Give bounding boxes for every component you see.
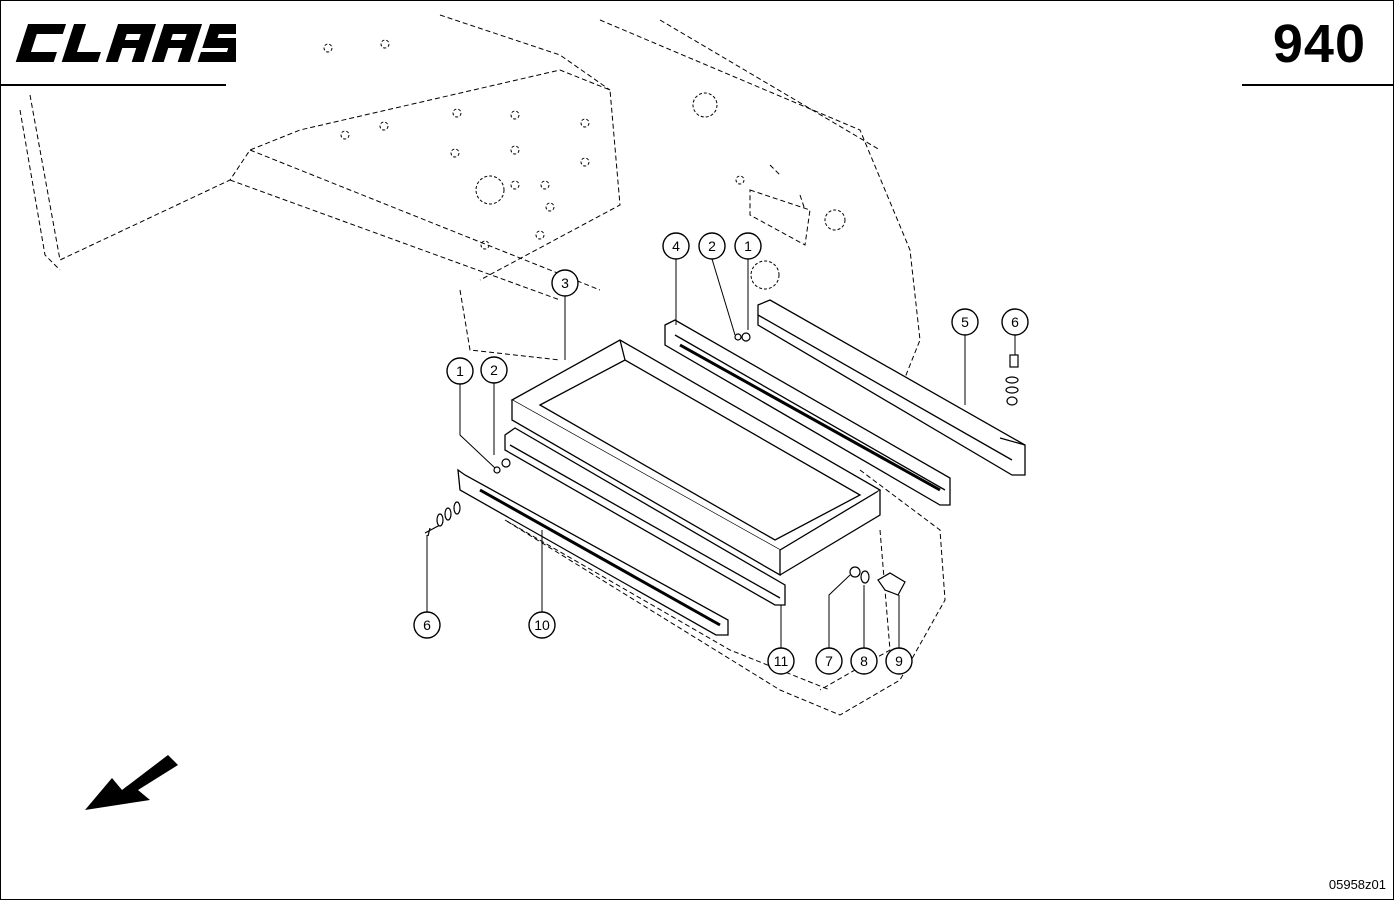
callout-10: 10 bbox=[528, 611, 556, 639]
svg-text:5: 5 bbox=[961, 314, 969, 330]
callout-2-left: 2 bbox=[480, 356, 508, 384]
part-3-tray bbox=[510, 339, 882, 577]
callout-1-top: 1 bbox=[734, 232, 762, 260]
hardware-parts bbox=[424, 332, 1019, 596]
svg-text:8: 8 bbox=[860, 653, 868, 669]
callout-4: 4 bbox=[662, 232, 690, 260]
machine-body-outline bbox=[19, 14, 946, 716]
machine-body-holes bbox=[323, 39, 846, 290]
claas-logo bbox=[15, 24, 236, 62]
page-number-underline bbox=[1242, 84, 1394, 86]
drawing-number: 05958z01 bbox=[1328, 877, 1386, 892]
svg-text:1: 1 bbox=[744, 238, 752, 254]
svg-text:9: 9 bbox=[895, 653, 903, 669]
svg-text:1: 1 bbox=[456, 363, 464, 379]
leader-lines bbox=[426, 258, 1016, 648]
svg-text:6: 6 bbox=[1011, 314, 1019, 330]
arrow-down-left-icon bbox=[85, 755, 178, 810]
callout-6-left: 6 bbox=[413, 611, 441, 639]
callout-8: 8 bbox=[850, 647, 878, 675]
callout-9: 9 bbox=[885, 647, 913, 675]
part-10-strip bbox=[457, 468, 729, 636]
logo-underline bbox=[0, 84, 226, 86]
svg-text:6: 6 bbox=[423, 617, 431, 633]
svg-text:3: 3 bbox=[561, 275, 569, 291]
svg-text:7: 7 bbox=[825, 653, 833, 669]
callout-6-right: 6 bbox=[1001, 308, 1029, 336]
svg-text:10: 10 bbox=[534, 617, 550, 633]
callout-1-left: 1 bbox=[446, 357, 474, 385]
callout-2-top: 2 bbox=[698, 232, 726, 260]
page-number: 940 bbox=[1272, 14, 1366, 74]
callout-3: 3 bbox=[551, 269, 579, 297]
part-11-rail bbox=[504, 427, 786, 606]
callout-11: 11 bbox=[767, 647, 795, 675]
svg-text:2: 2 bbox=[490, 362, 498, 378]
svg-text:2: 2 bbox=[708, 238, 716, 254]
part-4-rail bbox=[664, 319, 951, 506]
svg-text:4: 4 bbox=[672, 238, 680, 254]
svg-text:11: 11 bbox=[774, 653, 789, 669]
part-5-bracket bbox=[757, 299, 1026, 476]
callout-5: 5 bbox=[951, 308, 979, 336]
callout-7: 7 bbox=[815, 647, 843, 675]
